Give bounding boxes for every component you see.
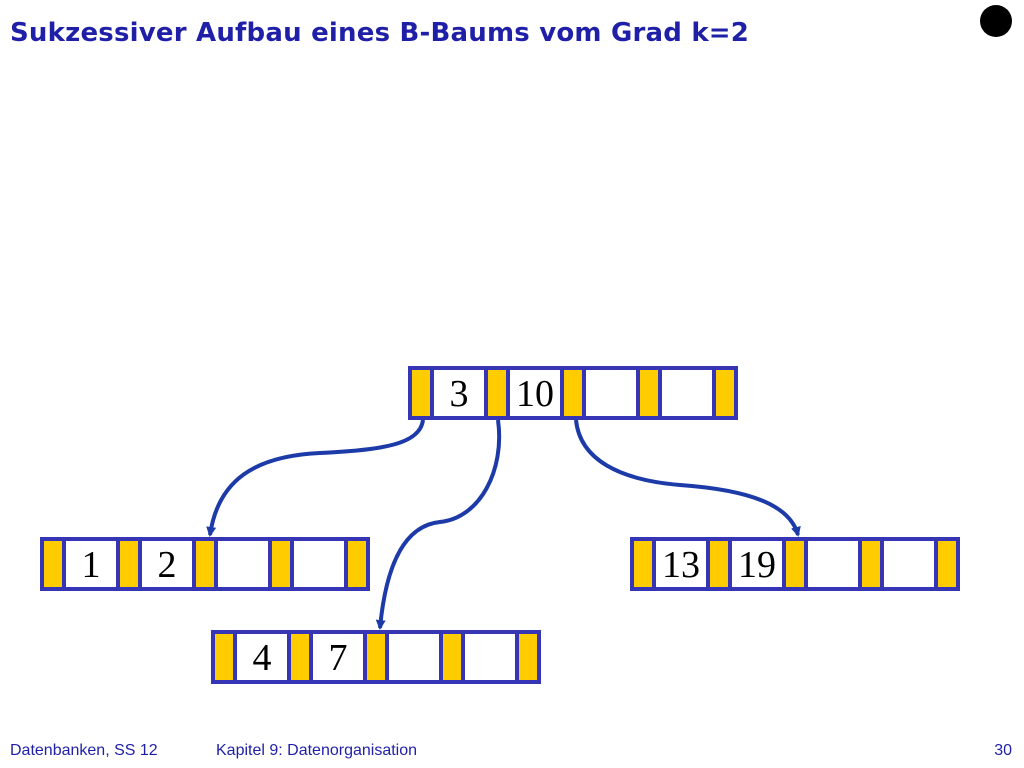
key-value: 4 <box>253 637 272 679</box>
key-value: 2 <box>158 544 177 586</box>
page-number: 30 <box>994 742 1012 759</box>
pointer-slot <box>782 537 808 591</box>
pointer-slot <box>706 537 732 591</box>
pointer-slot <box>439 630 465 684</box>
edge-root-to-left-leaf <box>206 419 425 537</box>
key-value: 3 <box>450 373 469 415</box>
pointer-slot <box>636 366 662 420</box>
key-value: 13 <box>662 544 700 586</box>
key-slot <box>62 537 120 591</box>
key-slot <box>658 366 716 420</box>
key-value: 1 <box>82 544 101 586</box>
key-slot <box>804 537 862 591</box>
footer-chapter: Kapitel 9: Datenorganisation <box>216 742 418 759</box>
edge-root-to-right-leaf <box>574 419 801 537</box>
pointer-slot <box>40 537 66 591</box>
key-slot <box>309 630 367 684</box>
key-slot <box>290 537 348 591</box>
pointer-slot <box>484 366 510 420</box>
footer-course: Datenbanken, SS 12 <box>10 742 158 759</box>
pointer-slot <box>934 537 960 591</box>
key-slot <box>214 537 272 591</box>
key-slot <box>728 537 786 591</box>
pointer-slot <box>630 537 656 591</box>
pointer-slot <box>560 366 586 420</box>
pointer-slot <box>712 366 738 420</box>
key-slot <box>582 366 640 420</box>
pointer-slot <box>858 537 884 591</box>
key-value: 10 <box>516 373 554 415</box>
pointer-slot <box>515 630 541 684</box>
pointer-slot <box>268 537 294 591</box>
pointer-slot <box>116 537 142 591</box>
pointer-slot <box>192 537 218 591</box>
key-slot <box>233 630 291 684</box>
edge-root-to-middle-leaf <box>375 419 502 630</box>
bullet-dot-icon <box>980 5 1012 37</box>
key-slot <box>880 537 938 591</box>
slide-title: Sukzessiver Aufbau eines B-Baums vom Gra… <box>10 18 750 48</box>
key-slot <box>385 630 443 684</box>
pointer-slot <box>211 630 237 684</box>
leaf-node-right: 13 19 <box>630 537 960 591</box>
root-node: 3 10 <box>408 366 738 420</box>
pointer-slot <box>408 366 434 420</box>
pointer-slot <box>363 630 389 684</box>
key-value: 7 <box>329 637 348 679</box>
key-slot <box>652 537 710 591</box>
key-slot <box>138 537 196 591</box>
key-slot <box>461 630 519 684</box>
pointer-slot <box>287 630 313 684</box>
pointer-slot <box>344 537 370 591</box>
key-value: 19 <box>738 544 776 586</box>
